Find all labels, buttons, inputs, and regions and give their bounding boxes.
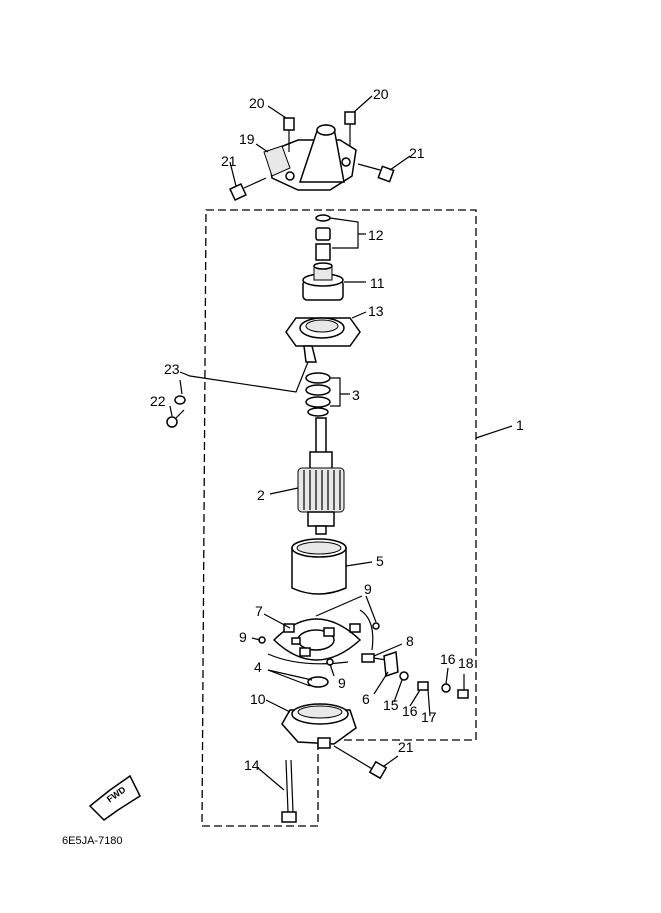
callout-16-right: 16	[440, 651, 456, 667]
screw-and-washer	[166, 395, 186, 428]
callout-11: 11	[370, 275, 385, 291]
callout-23: 23	[164, 361, 180, 377]
callout-22: 22	[150, 393, 166, 409]
callout-10: 10	[250, 691, 266, 707]
leader-lines	[169, 95, 513, 791]
terminal-bolt	[361, 653, 387, 663]
callout-17: 17	[421, 709, 437, 725]
callout-14: 14	[244, 757, 260, 773]
callout-labels: 20 20 19 21 21 12 11 13 23 3 22 1 2 5 9 …	[150, 86, 524, 773]
callout-2: 2	[257, 487, 265, 503]
callout-6: 6	[362, 691, 370, 707]
callout-7: 7	[255, 603, 263, 619]
drawing-code: 6E5JA-7180	[62, 835, 123, 847]
callout-20-right: 20	[373, 86, 389, 102]
callout-20-left: 20	[249, 95, 265, 111]
callout-9-bottom: 9	[338, 675, 346, 691]
through-bolt	[281, 759, 297, 823]
callout-1: 1	[516, 417, 524, 433]
callout-21-left: 21	[221, 153, 237, 169]
brush-holder	[267, 609, 374, 665]
top-cover-group	[229, 111, 395, 201]
lower-cover	[281, 703, 357, 749]
clutch-spring-set	[305, 372, 331, 417]
pinion-gear	[302, 262, 344, 301]
lower-bolt	[333, 745, 388, 780]
clutch-bracket	[285, 317, 361, 363]
callout-13: 13	[368, 303, 384, 319]
insulator-plate	[383, 650, 399, 678]
callout-5: 5	[376, 553, 384, 569]
yoke-housing	[291, 538, 347, 595]
callout-9-left: 9	[239, 629, 247, 645]
callout-4: 4	[254, 659, 262, 675]
pinion-stopper-parts	[315, 214, 331, 261]
callout-3: 3	[352, 387, 360, 403]
callout-15: 15	[383, 697, 399, 713]
callout-21-bottom: 21	[398, 739, 414, 755]
callout-8: 8	[406, 633, 414, 649]
callout-19: 19	[239, 131, 255, 147]
callout-12: 12	[368, 227, 384, 243]
thrust-washer	[307, 676, 329, 688]
forward-direction-arrow: FWD	[88, 774, 141, 821]
callout-9-top: 9	[364, 581, 372, 597]
callout-21-right: 21	[409, 145, 425, 161]
callout-18: 18	[458, 655, 474, 671]
callout-16-bottom: 16	[402, 703, 418, 719]
assembly-boundary	[201, 209, 477, 827]
armature	[297, 417, 345, 535]
